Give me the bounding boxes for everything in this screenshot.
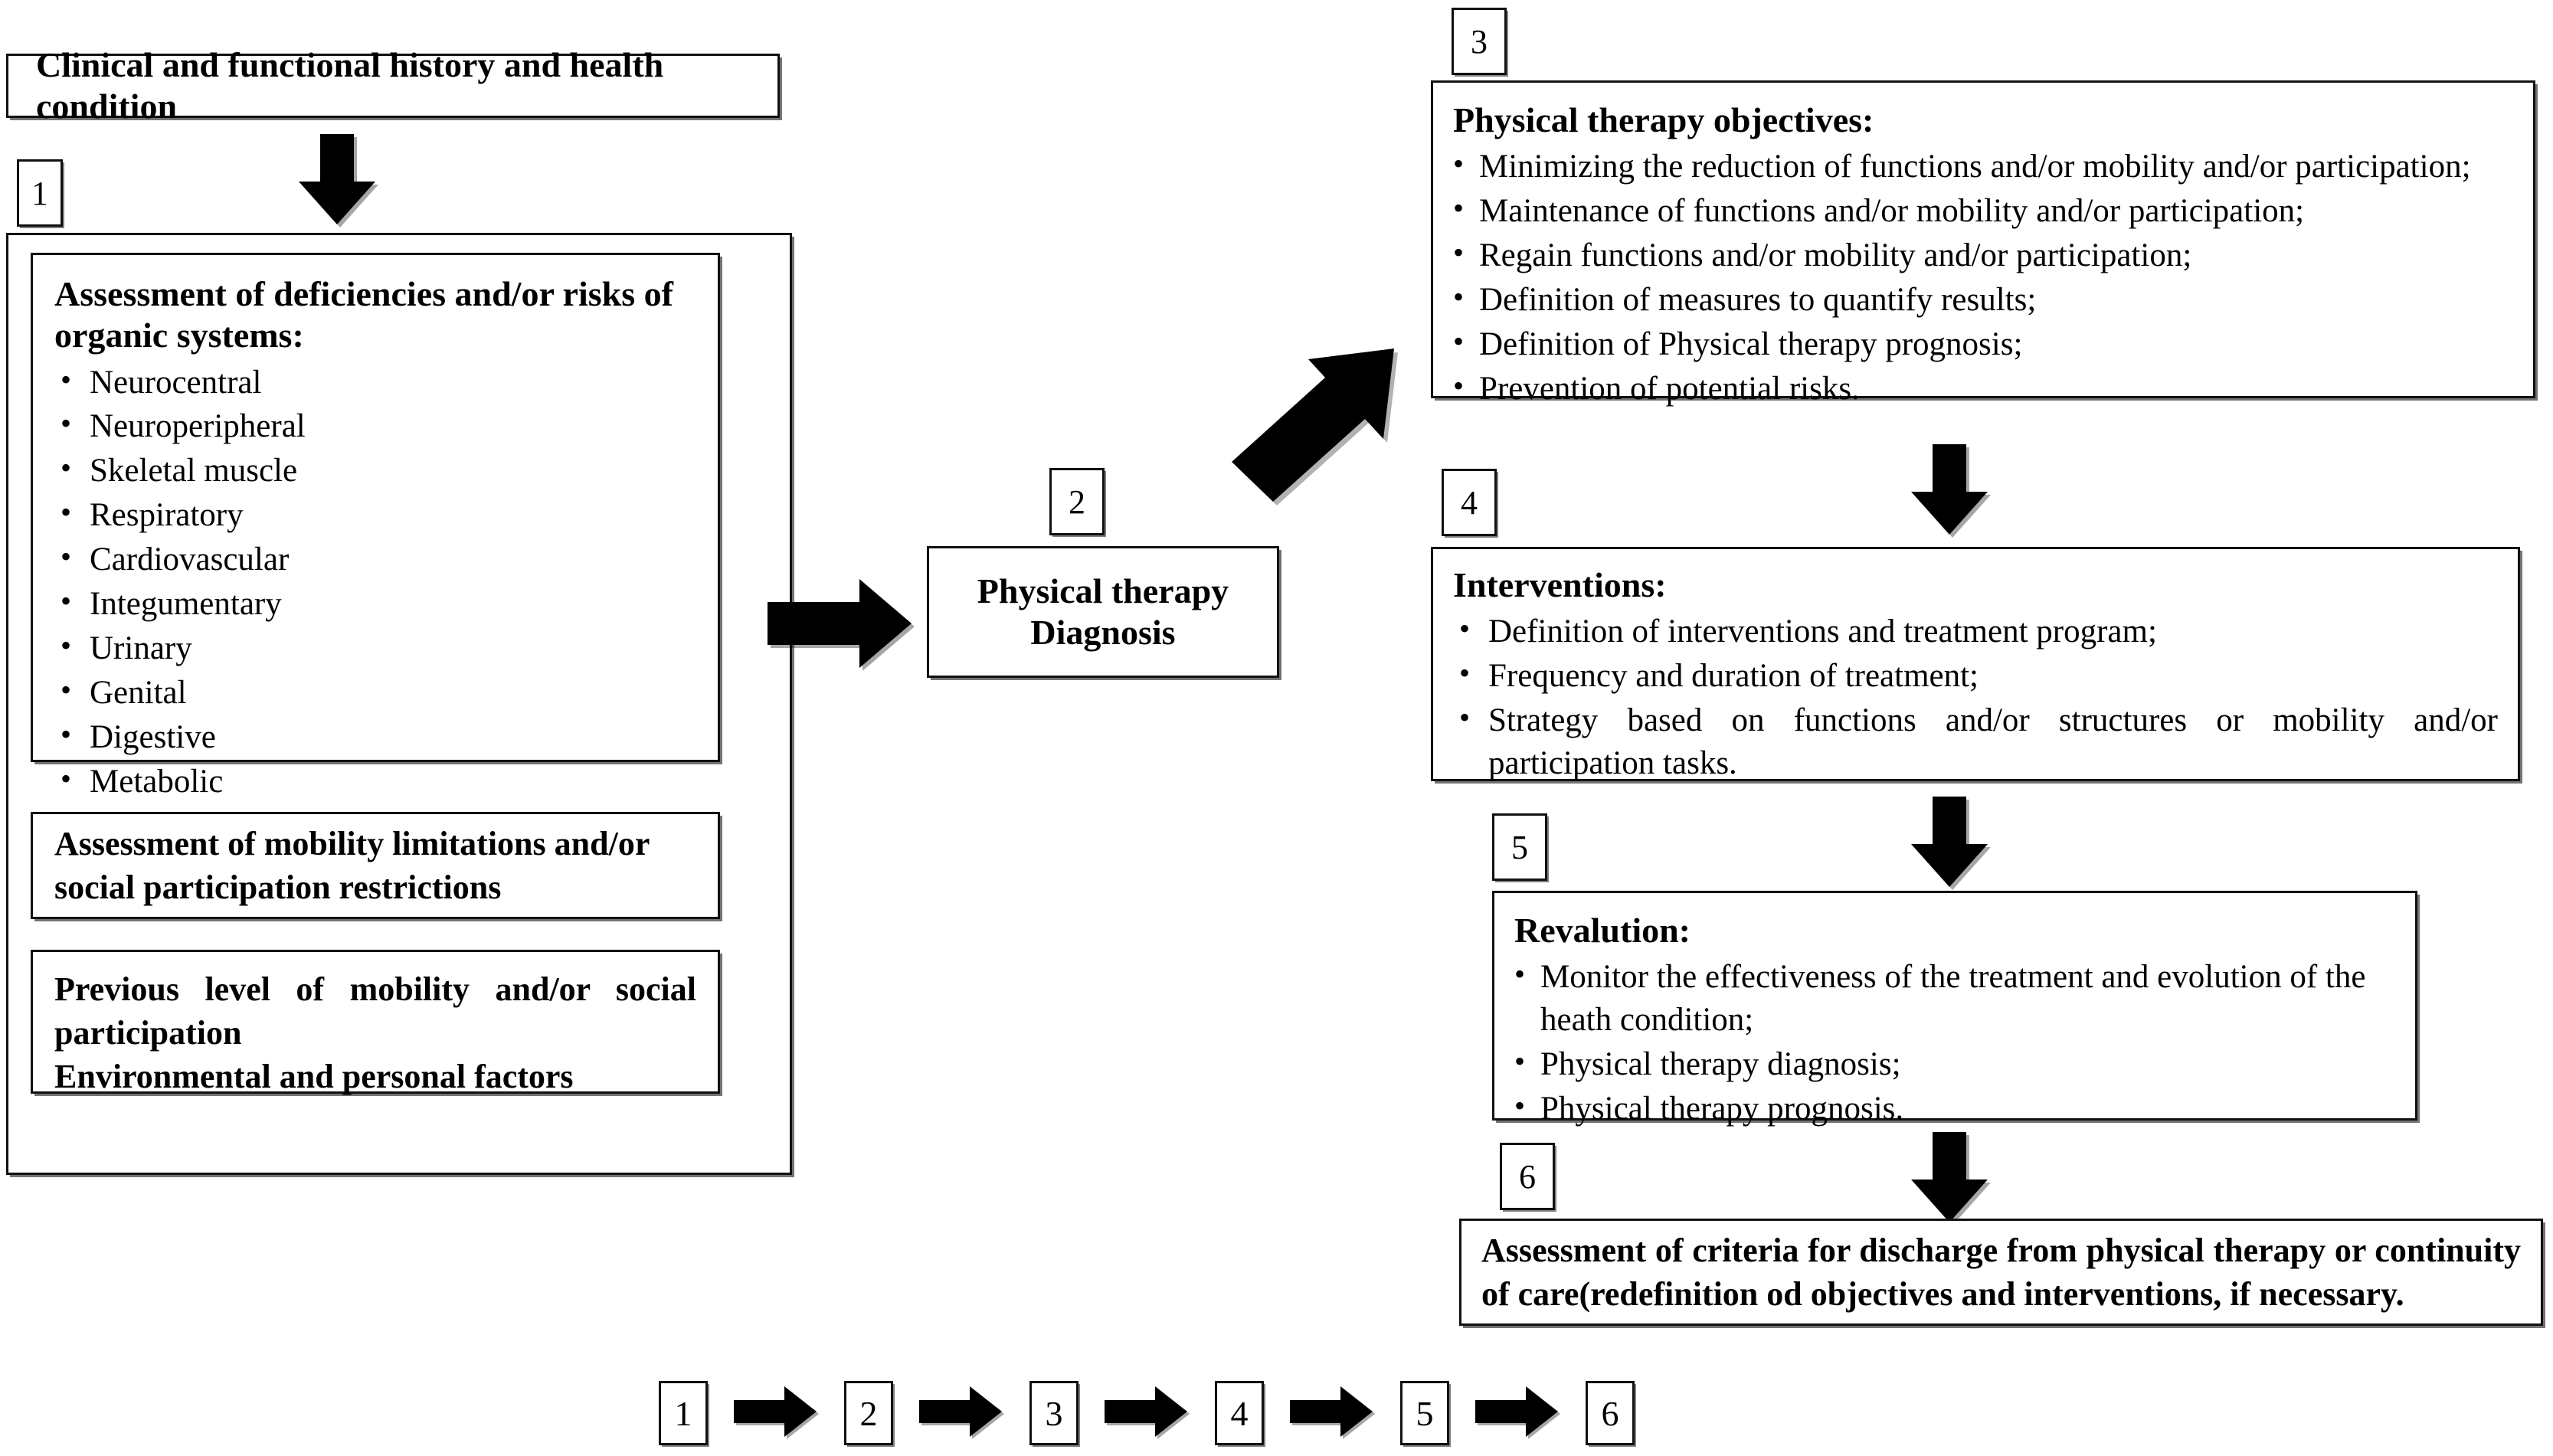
legend-step-label: 6 — [1601, 1393, 1619, 1433]
objective-item: Regain functions and/or mobility and/or … — [1453, 233, 2513, 277]
legend-sequence: 1 2 3 4 5 6 — [659, 1379, 1700, 1448]
organic-system-item: Cardiovascular — [54, 537, 696, 581]
objective-item: Maintenance of functions and/or mobility… — [1453, 188, 2513, 233]
interventions-heading: Interventions: — [1453, 565, 1667, 604]
revalution-item: Physical therapy diagnosis; — [1514, 1042, 2395, 1086]
physical-therapy-objectives-box: Physical therapy objectives: Minimizing … — [1431, 80, 2535, 407]
objective-item: Definition of Physical therapy prognosis… — [1453, 322, 2513, 366]
legend-arrow-icon — [1290, 1385, 1374, 1442]
legend-step-3: 3 — [1029, 1381, 1078, 1445]
step-tag-5-label: 5 — [1511, 828, 1528, 866]
arrow-down-step3-to-step4 — [1911, 444, 1988, 535]
organic-system-item: Digestive — [54, 715, 696, 759]
diagnosis-line-1: Physical therapy — [977, 571, 1229, 610]
clinical-history-box: Clinical and functional history and heal… — [6, 45, 780, 126]
step-tag-2: 2 — [1049, 468, 1105, 535]
legend-step-5: 5 — [1400, 1381, 1449, 1445]
step-tag-2-label: 2 — [1069, 483, 1085, 521]
legend-arrow-icon — [734, 1385, 818, 1442]
intervention-item: Definition of interventions and treatmen… — [1453, 609, 2498, 653]
objective-item: Definition of measures to quantify resul… — [1453, 277, 2513, 322]
diagnosis-line-2: Diagnosis — [1030, 613, 1176, 652]
assessment-deficiencies-heading: Assessment of deficiencies and/or risks … — [54, 274, 673, 355]
arrow-right-step1-to-step2 — [768, 579, 912, 668]
assessment-deficiencies-box: Assessment of deficiencies and/or risks … — [31, 253, 720, 800]
organic-system-item: Neuroperipheral — [54, 404, 696, 448]
objectives-list: Minimizing the reduction of functions an… — [1453, 144, 2513, 411]
discharge-criteria-label: Assessment of criteria for discharge fro… — [1481, 1231, 2521, 1313]
organic-systems-list: NeurocentralNeuroperipheralSkeletal musc… — [54, 360, 696, 803]
interventions-list: Definition of interventions and treatmen… — [1453, 609, 2498, 785]
clinical-history-label: Clinical and functional history and heal… — [36, 44, 664, 126]
revalution-item: Physical therapy prognosis. — [1514, 1086, 2395, 1130]
legend-step-2: 2 — [844, 1381, 893, 1445]
step-tag-4-label: 4 — [1461, 483, 1478, 522]
environmental-factors-label: Environmental and personal factors — [54, 1058, 574, 1096]
legend-step-1: 1 — [659, 1381, 708, 1445]
legend-step-label: 2 — [859, 1393, 878, 1433]
organic-system-item: Genital — [54, 670, 696, 715]
objective-item: Minimizing the reduction of functions an… — [1453, 144, 2513, 188]
objectives-heading: Physical therapy objectives: — [1453, 100, 1874, 139]
legend-step-4: 4 — [1215, 1381, 1264, 1445]
step-tag-6-label: 6 — [1519, 1157, 1536, 1196]
legend-step-label: 4 — [1230, 1393, 1249, 1433]
organic-system-item: Neurocentral — [54, 360, 696, 404]
arrow-down-title-to-step1 — [299, 134, 375, 224]
interventions-box: Interventions: Definition of interventio… — [1431, 547, 2520, 781]
step-tag-1-label: 1 — [31, 174, 48, 212]
step-tag-5: 5 — [1492, 813, 1547, 881]
arrow-down-step4-to-step5 — [1911, 797, 1988, 887]
organic-system-item: Respiratory — [54, 492, 696, 537]
legend-arrow-icon — [1475, 1385, 1560, 1442]
step-tag-3: 3 — [1452, 8, 1507, 75]
physical-therapy-diagnosis-box: Physical therapy Diagnosis — [927, 546, 1279, 678]
organic-system-item: Integumentary — [54, 581, 696, 626]
step-tag-3-label: 3 — [1471, 22, 1488, 61]
arrow-down-step5-to-step6 — [1911, 1132, 1988, 1222]
revalution-list: Monitor the effectiveness of the treatme… — [1514, 954, 2395, 1130]
legend-step-label: 1 — [674, 1393, 692, 1433]
organic-system-item: Urinary — [54, 626, 696, 670]
legend-step-6: 6 — [1586, 1381, 1635, 1445]
objective-item: Prevention of potential risks. — [1453, 366, 2513, 411]
organic-system-item: Metabolic — [54, 759, 696, 803]
mobility-limitations-label: Assessment of mobility limitations and/o… — [54, 824, 650, 906]
revalution-box: Revalution: Monitor the effectiveness of… — [1492, 891, 2417, 1127]
revalution-heading: Revalution: — [1514, 911, 1691, 950]
step-tag-6: 6 — [1500, 1143, 1555, 1210]
intervention-item: Strategy based on functions and/or struc… — [1453, 698, 2498, 785]
step-tag-1: 1 — [17, 159, 63, 227]
previous-level-box: Previous level of mobility and/or social… — [31, 950, 720, 1095]
revalution-item: Monitor the effectiveness of the treatme… — [1514, 954, 2395, 1042]
discharge-criteria-box: Assessment of criteria for discharge fro… — [1459, 1219, 2543, 1326]
mobility-limitations-box: Assessment of mobility limitations and/o… — [31, 812, 720, 919]
legend-step-label: 5 — [1416, 1393, 1434, 1433]
legend-arrow-icon — [1105, 1385, 1189, 1442]
intervention-item: Frequency and duration of treatment; — [1453, 653, 2498, 698]
organic-system-item: Skeletal muscle — [54, 448, 696, 492]
step-tag-4: 4 — [1442, 469, 1497, 536]
previous-level-label: Previous level of mobility and/or social… — [54, 970, 696, 1052]
legend-step-label: 3 — [1045, 1393, 1063, 1433]
arrow-diagonal-step2-to-step3 — [1232, 348, 1394, 502]
legend-arrow-icon — [919, 1385, 1003, 1442]
